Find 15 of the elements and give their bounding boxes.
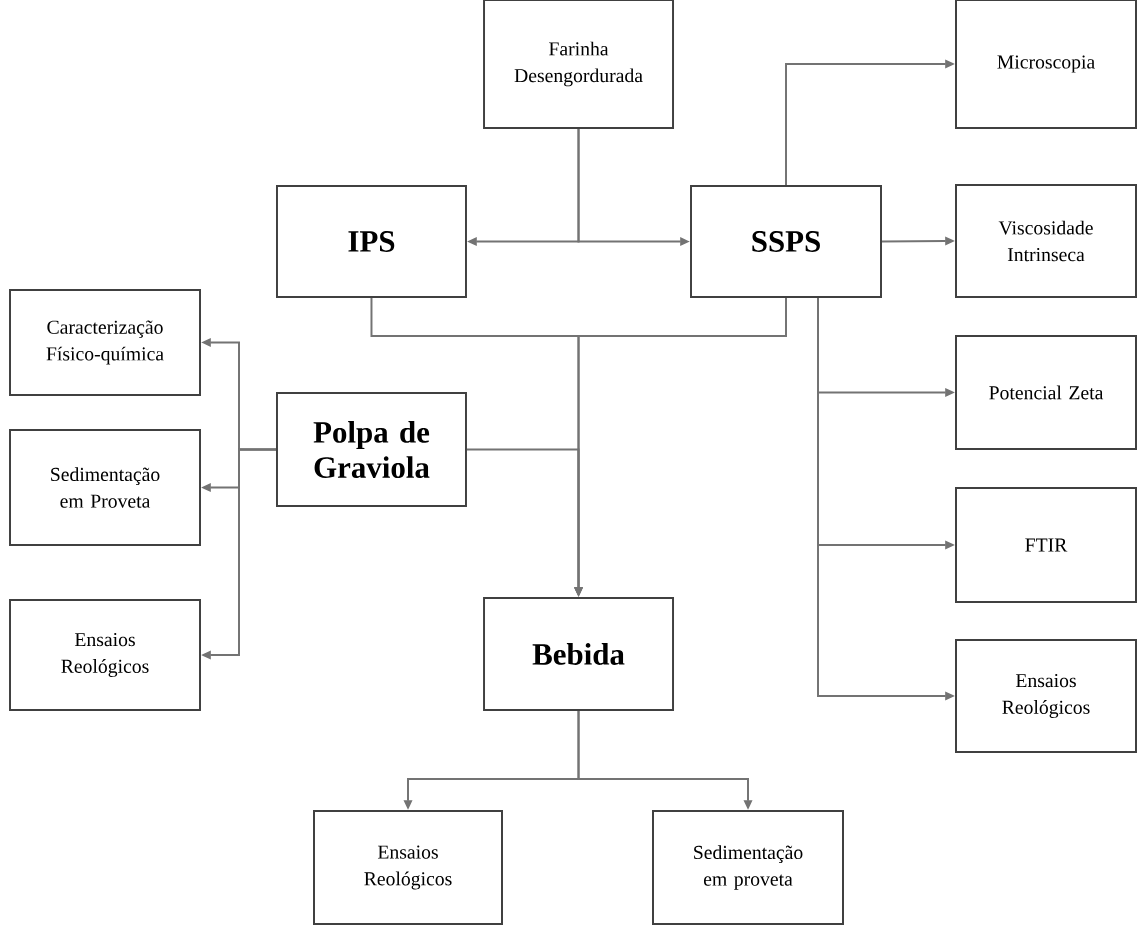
main-box: Bebida <box>483 597 674 711</box>
result-box: Ensaios Reológicos <box>955 639 1137 753</box>
main-box: SSPS <box>690 185 882 298</box>
main-box: Polpa de Graviola <box>276 392 467 507</box>
result-box: Viscosidade Intrinseca <box>955 184 1137 298</box>
main-box: IPS <box>276 185 467 298</box>
result-box: Caracterização Físico-química <box>9 289 201 396</box>
result-box: Sedimentação em Proveta <box>9 429 201 546</box>
result-box: Microscopia <box>955 0 1137 129</box>
result-box: Potencial Zeta <box>955 335 1137 450</box>
result-box: Sedimentação em proveta <box>652 810 844 925</box>
result-box: FTIR <box>955 487 1137 603</box>
result-box: Ensaios Reológicos <box>313 810 503 925</box>
result-box: Ensaios Reológicos <box>9 599 201 711</box>
result-box: Farinha Desengordurada <box>483 0 674 129</box>
